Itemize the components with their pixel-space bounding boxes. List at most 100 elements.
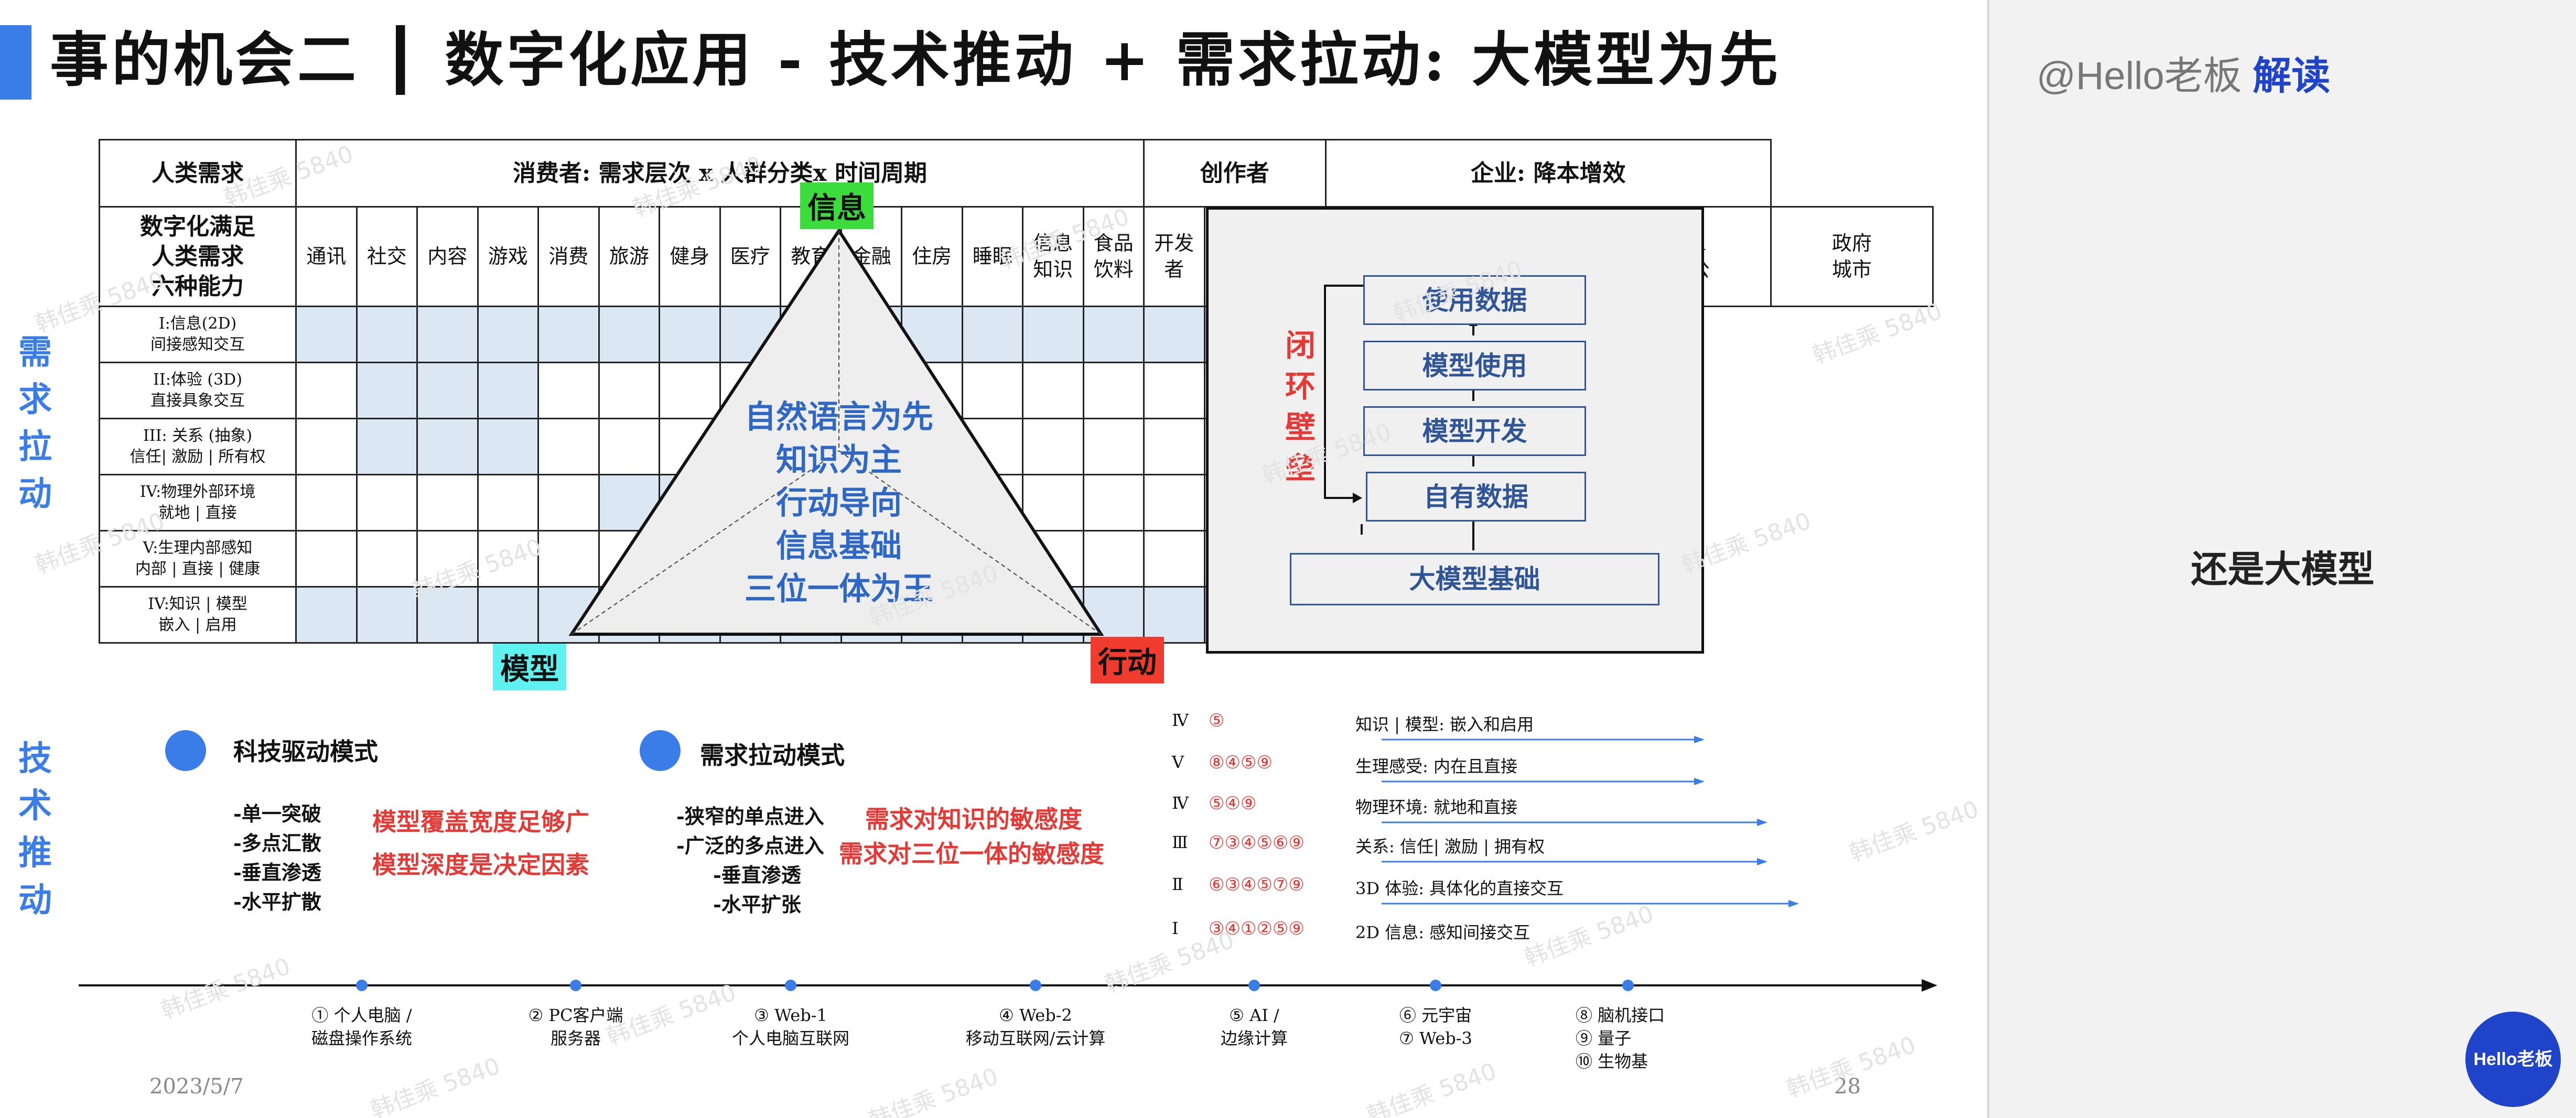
matrix-cell: [537, 474, 600, 531]
matrix-cell: [1022, 418, 1084, 475]
matrix-cell: [295, 474, 358, 531]
mode-item: -垂直渗透: [233, 861, 321, 884]
timeline-label: ⑤ AI /边缘计算: [1220, 1005, 1288, 1048]
matrix-cell: [659, 306, 721, 363]
mode-list-demand: -狭窄的单点进入-广泛的多点进入-垂直渗透-水平扩张: [676, 802, 824, 919]
loop-box-own-data: 自有数据: [1366, 472, 1586, 522]
triangle-text-line: 知识为主: [776, 442, 902, 479]
timeline-dot: [356, 980, 368, 991]
matrix-col-header: 通讯: [295, 206, 358, 307]
matrix-row-label: III: 关系 (抽象)信任| 激励 | 所有权: [99, 418, 297, 475]
side-label-tech: 技术推动: [18, 739, 52, 920]
matrix-col-header: 社交: [355, 206, 418, 307]
level-arrow: [1382, 818, 1767, 826]
mode-dot-demand: [640, 730, 681, 771]
level-arrow: [1382, 899, 1799, 907]
matrix-cell: [1022, 362, 1084, 419]
mode-red-demand: 需求对知识的敏感度需求对三位一体的敏感度: [839, 802, 1104, 871]
matrix-cell: [477, 418, 539, 475]
matrix-cell: [961, 362, 1023, 419]
level-desc: 物理环境: 就地和直接: [1355, 797, 1517, 817]
matrix-cell: [1082, 530, 1145, 588]
mode-item: -单一突破: [233, 802, 321, 826]
matrix-cell: [355, 418, 418, 475]
mode-item: -水平扩张: [713, 893, 801, 916]
watermark: 韩佳乘 5840: [865, 1063, 1002, 1118]
level-roman: Ⅲ: [1172, 832, 1188, 852]
loop-box-foundation: 大模型基础: [1290, 553, 1659, 605]
closed-loop-box: 闭环壁垒 使用数据 模型使用 模型开发 自有数据 大模型基础: [1206, 207, 1704, 654]
loop-box-model-dev: 模型开发: [1363, 406, 1586, 456]
matrix-cell: [1022, 474, 1084, 531]
triangle-text: 自然语言为先知识为主行动导向信息基础三位一体为王: [682, 396, 996, 611]
matrix-col-header: 政府城市: [1770, 206, 1934, 307]
level-desc: 生理感受: 内在且直接: [1355, 756, 1517, 776]
matrix-col-header: 住房: [901, 206, 963, 307]
mode-red-line: 需求对知识的敏感度: [865, 805, 1082, 833]
matrix-cell: [598, 418, 660, 475]
slide: 事的机会二 ┃ 数字化应用 - 技术推动 + 需求拉动: 大模型为先 需求拉动 …: [0, 25, 1982, 1118]
loop-box-model-usage: 模型使用: [1363, 341, 1586, 390]
matrix-creator-header: 创作者: [1143, 139, 1327, 208]
slide-date: 2023/5/7: [149, 1074, 244, 1099]
matrix-col-header: 开发者: [1143, 206, 1205, 307]
matrix-cell: [1082, 306, 1145, 363]
accent-bar: [0, 25, 31, 100]
matrix-cell: [1022, 306, 1084, 363]
matrix-cell: [1082, 362, 1145, 419]
level-arrow: [1382, 858, 1767, 865]
matrix-col-header: 食品饮料: [1082, 206, 1145, 307]
matrix-cell: [598, 306, 660, 363]
matrix-corner-header: 人类需求: [99, 139, 297, 208]
matrix-cell: [416, 418, 479, 475]
triangle-label-info: 信息: [800, 182, 874, 229]
matrix-cell: [416, 474, 479, 531]
mode-dot-tech: [165, 730, 206, 771]
mode-title-demand: 需求拉动模式: [700, 741, 845, 769]
hello-logo[interactable]: Hello老板: [2465, 1012, 2561, 1107]
mode-red-line: 模型深度是决定因素: [372, 851, 589, 879]
watermark: 韩佳乘 5840: [157, 953, 294, 1025]
matrix-cell: [1143, 530, 1205, 588]
matrix-row-label: IV:物理外部环境就地 | 直接: [99, 474, 297, 531]
mode-title-tech: 科技驱动模式: [233, 737, 378, 766]
matrix-col-header: 消费: [537, 206, 600, 307]
matrix-cell: [1143, 474, 1205, 531]
matrix-col-header: 信息知识: [1022, 206, 1084, 307]
matrix-row-label: V:生理内部感知内部 | 直接 | 健康: [99, 530, 297, 588]
level-nums: ⑥③④⑤⑦⑨: [1209, 874, 1305, 895]
level-roman: Ⅳ: [1172, 710, 1189, 730]
matrix-cell: [537, 362, 600, 419]
level-nums: ③④①②⑤⑨: [1209, 918, 1305, 939]
level-roman: Ⅴ: [1172, 752, 1184, 772]
mode-item: -多点汇散: [233, 831, 321, 855]
matrix-cell: [295, 362, 358, 419]
matrix-col-header: 健身: [659, 206, 721, 307]
matrix-cell: [537, 306, 600, 363]
matrix-col-header: 内容: [416, 206, 479, 307]
closed-loop-label: 闭环壁垒: [1285, 328, 1316, 486]
level-roman: Ⅰ: [1172, 918, 1179, 938]
watermark: 韩佳乘 5840: [1363, 1058, 1500, 1118]
level-roman: Ⅳ: [1172, 793, 1189, 813]
matrix-col-header: 游戏: [477, 206, 539, 307]
level-desc: 2D 信息: 感知间接交互: [1355, 922, 1530, 942]
matrix-row-label: IV:知识 | 模型嵌入 | 启用: [99, 586, 297, 644]
matrix-capability-label: 数字化满足人类需求六种能力: [99, 206, 297, 307]
slide-title: 事的机会二 ┃ 数字化应用 - 技术推动 + 需求拉动: 大模型为先: [50, 26, 1782, 94]
matrix-cell: [477, 474, 539, 531]
matrix-cell: [355, 586, 418, 644]
matrix-cell: [295, 586, 358, 644]
mode-red-tech: 模型覆盖宽度足够广模型深度是决定因素: [372, 805, 589, 891]
level-desc: 知识 | 模型: 嵌入和启用: [1355, 714, 1534, 734]
level-desc: 3D 体验: 具体化的直接交互: [1355, 878, 1564, 898]
triangle-label-model: 模型: [493, 644, 566, 690]
matrix-cell: [537, 418, 600, 475]
loop-box-usage-data: 使用数据: [1363, 275, 1586, 325]
matrix-cell: [477, 306, 539, 363]
